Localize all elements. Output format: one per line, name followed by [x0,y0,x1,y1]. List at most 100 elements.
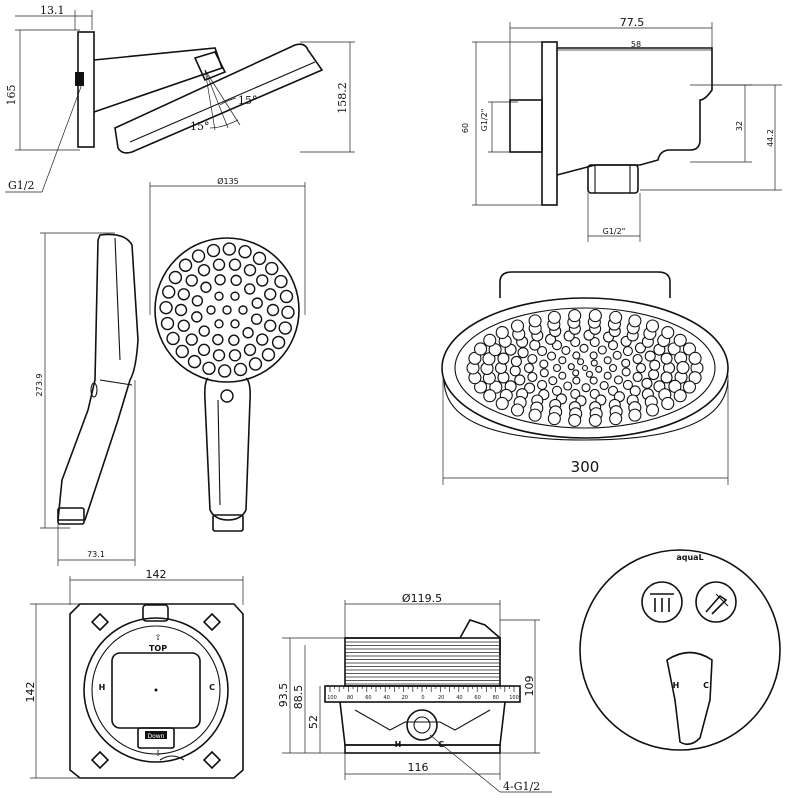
nozzle [635,362,647,374]
dim-holder-outlet: G1/2" [603,227,626,236]
nozzle [568,309,582,323]
nozzle [191,249,206,263]
nozzle [572,376,581,385]
nozzle [628,314,642,328]
dim-hand-head-dia: Ø135 [217,176,239,186]
nozzle [660,371,673,384]
dim-side-109: 109 [523,676,536,697]
wall-flange [77,31,95,148]
nozzle [495,325,509,340]
nozzle [612,350,622,360]
nozzle [590,359,598,367]
nozzle [198,325,210,337]
nozzle [206,305,216,315]
nozzle [214,291,224,301]
thread-insert [75,72,84,86]
nozzle [552,363,562,373]
nozzle [482,352,496,366]
cover-plate [579,549,781,751]
nozzle [222,242,237,256]
hand-shower-side-view: 273.9 73.1 [35,232,139,566]
nozzle [256,274,269,287]
rain-head-side [114,43,324,154]
nozzle [264,288,277,301]
scale-label: 100 [327,695,337,701]
nozzle [244,283,256,295]
nozzle [474,342,488,356]
wall-arm-side-view: 13.1 165 15° 15° 158.2 G1/2 [5,4,355,193]
nozzle [279,289,294,304]
nozzle [177,319,190,332]
nozzle [265,261,279,276]
nozzle [238,245,252,259]
dim-holder-inlet: G1/2" [480,109,489,132]
dim-side-116: 116 [408,761,429,774]
dim-height-158: 158.2 [336,82,349,114]
nozzle [474,380,488,394]
nozzle [673,333,687,347]
nozzle [278,321,292,335]
nozzle [645,319,660,333]
hand-shower-icon [705,593,729,615]
nozzle [603,356,612,365]
nozzle [214,319,224,329]
dim-holder-height: 60 [461,123,470,133]
nozzle [217,364,232,378]
nozzle [547,412,561,426]
nozzle [629,385,641,397]
nozzle [271,335,286,350]
nozzle [548,376,558,386]
nozzle [243,263,257,277]
scale-label: 80 [347,695,353,701]
nozzle [628,408,642,422]
nozzle [579,343,589,353]
nozzle [200,281,212,293]
nozzle [197,343,211,357]
nozzle [483,333,497,347]
nozzle [274,274,288,289]
nozzle [233,362,248,377]
holder-outlet [587,164,639,194]
shower-holder-view: 77.5 58 60 G1/2" 32 44.2 [461,16,782,242]
knob-h: H [673,681,680,690]
nozzle [599,381,609,391]
scale-label: 80 [493,695,499,701]
nozzle [514,374,526,386]
scale-label: 0 [421,695,424,701]
nozzle [581,364,589,372]
nozzle [527,371,538,383]
shower-arm [93,47,224,113]
angle-down-label: 15° [190,120,210,133]
nozzle [563,381,573,391]
nozzle [510,319,525,333]
dim-side-diameter: Ø119.5 [402,592,442,605]
nozzle [228,334,240,346]
nozzle [483,389,497,403]
rain-shower-nozzles [466,309,704,427]
nozzle [551,385,563,396]
thread-lines [345,641,500,685]
scale-label: 60 [365,695,371,701]
nozzle [162,285,176,299]
nozzle [567,363,575,371]
nozzle [510,355,522,368]
nozzle [558,371,567,380]
nozzle [539,359,549,369]
nozzle [178,258,193,272]
thread-callout: G1/2 [8,179,35,192]
nozzle [197,263,211,277]
nozzle [588,413,602,427]
nozzle [558,356,567,365]
nozzle [212,333,224,346]
nozzle [174,303,188,317]
nozzle [212,349,226,362]
nozzle [621,367,631,377]
label-c: C [209,683,215,692]
nozzle [242,327,254,339]
nozzle [261,348,276,362]
nozzle [187,354,202,369]
nozzle [206,243,221,258]
